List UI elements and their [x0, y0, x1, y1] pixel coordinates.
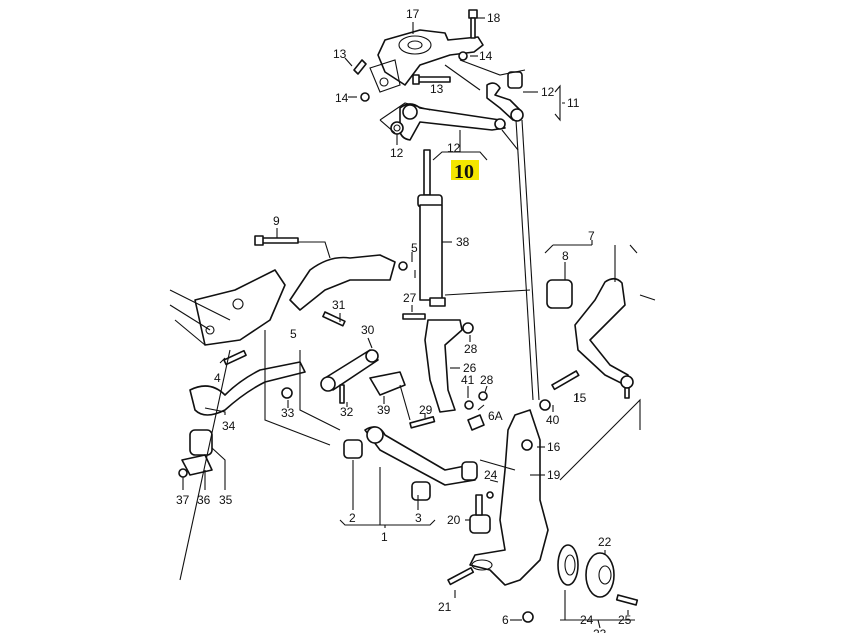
callout-8[interactable]: 8: [562, 249, 569, 263]
callout-6a[interactable]: 6A: [488, 409, 503, 423]
tie-rod: [501, 119, 540, 401]
callout-20[interactable]: 20: [447, 513, 461, 527]
callout-23[interactable]: 23: [593, 627, 607, 633]
callout-13[interactable]: 13: [333, 47, 347, 61]
bolt-4: [223, 349, 247, 366]
callout-37[interactable]: 37: [176, 493, 190, 507]
callout-41[interactable]: 41: [461, 373, 475, 387]
callout-13[interactable]: 13: [430, 82, 444, 96]
nut-6: [522, 611, 534, 623]
callout-34[interactable]: 34: [222, 419, 236, 433]
callout-30[interactable]: 30: [361, 323, 375, 337]
ball-joint-20: [469, 494, 491, 534]
callout-18[interactable]: 18: [487, 11, 501, 25]
bolt-25: [615, 594, 639, 606]
callout-26[interactable]: 26: [463, 361, 477, 375]
bolt-13-left: [353, 59, 367, 75]
callout-33[interactable]: 33: [281, 406, 295, 420]
nut-33: [281, 387, 293, 399]
callout-40[interactable]: 40: [546, 413, 560, 427]
callout-9[interactable]: 9: [273, 214, 280, 228]
callout-6[interactable]: 6: [502, 613, 509, 627]
callout-35[interactable]: 35: [219, 493, 233, 507]
callout-14[interactable]: 14: [479, 49, 493, 63]
callout-28[interactable]: 28: [480, 373, 494, 387]
callout-19[interactable]: 19: [547, 468, 561, 482]
bolt-13-middle: [412, 74, 451, 85]
callout-15[interactable]: 15: [573, 391, 587, 405]
callout-32[interactable]: 32: [340, 405, 354, 419]
bracket-39: [369, 371, 411, 421]
upper-control-arm-10: [390, 103, 506, 141]
callout-1[interactable]: 1: [381, 530, 388, 544]
callout-25[interactable]: 25: [618, 613, 632, 627]
lower-control-arm-1: [343, 426, 478, 501]
callout-24[interactable]: 24: [484, 468, 498, 482]
strut-fork-26: [402, 313, 488, 431]
bolt-15: [551, 370, 580, 391]
callout-31[interactable]: 31: [332, 298, 346, 312]
callout-12[interactable]: 12: [541, 85, 555, 99]
upper-control-arm-11: [486, 71, 524, 122]
callout-7[interactable]: 7: [588, 229, 595, 243]
link-30: [320, 349, 379, 404]
callout-2[interactable]: 2: [349, 511, 356, 525]
callout-39[interactable]: 39: [377, 403, 391, 417]
callout-4[interactable]: 4: [214, 371, 221, 385]
callout-24[interactable]: 24: [580, 613, 594, 627]
highlight-box: [451, 160, 479, 180]
callout-labels: 17 18 13 14 13 14 12 11 12 12 9 5 38 7 8…: [176, 7, 632, 633]
callout-27[interactable]: 27: [403, 291, 417, 305]
callout-14[interactable]: 14: [335, 91, 349, 105]
bolt-18: [468, 9, 478, 39]
callout-36[interactable]: 36: [197, 493, 211, 507]
leader-lines: [179, 17, 656, 629]
callout-38[interactable]: 38: [456, 235, 470, 249]
callout-12[interactable]: 12: [390, 146, 404, 160]
callout-12[interactable]: 12: [447, 141, 461, 155]
callout-11[interactable]: 11: [567, 96, 580, 110]
subframe-bracket: [169, 235, 408, 346]
callout-17[interactable]: 17: [406, 7, 420, 21]
upper-mount-bracket: [369, 29, 484, 93]
steering-knuckle-19: [469, 399, 551, 586]
wheel-bearing-24: [557, 544, 579, 586]
callout-21[interactable]: 21: [438, 600, 452, 614]
callout-10-highlighted[interactable]: 10: [454, 161, 474, 183]
callout-16[interactable]: 16: [547, 440, 561, 454]
wheel-hub-22: [585, 552, 615, 598]
lower-wishbone-7: [546, 277, 634, 399]
callout-22[interactable]: 22: [598, 535, 612, 549]
callout-3[interactable]: 3: [415, 511, 422, 525]
callout-29[interactable]: 29: [419, 403, 433, 417]
callout-5[interactable]: 5: [290, 327, 297, 341]
nut-14: [360, 51, 468, 102]
bolt-21: [447, 566, 475, 586]
bolt-31: [322, 311, 346, 327]
callout-5[interactable]: 5: [411, 241, 418, 255]
shock-absorber-38: [417, 149, 446, 307]
callout-28[interactable]: 28: [464, 342, 478, 356]
